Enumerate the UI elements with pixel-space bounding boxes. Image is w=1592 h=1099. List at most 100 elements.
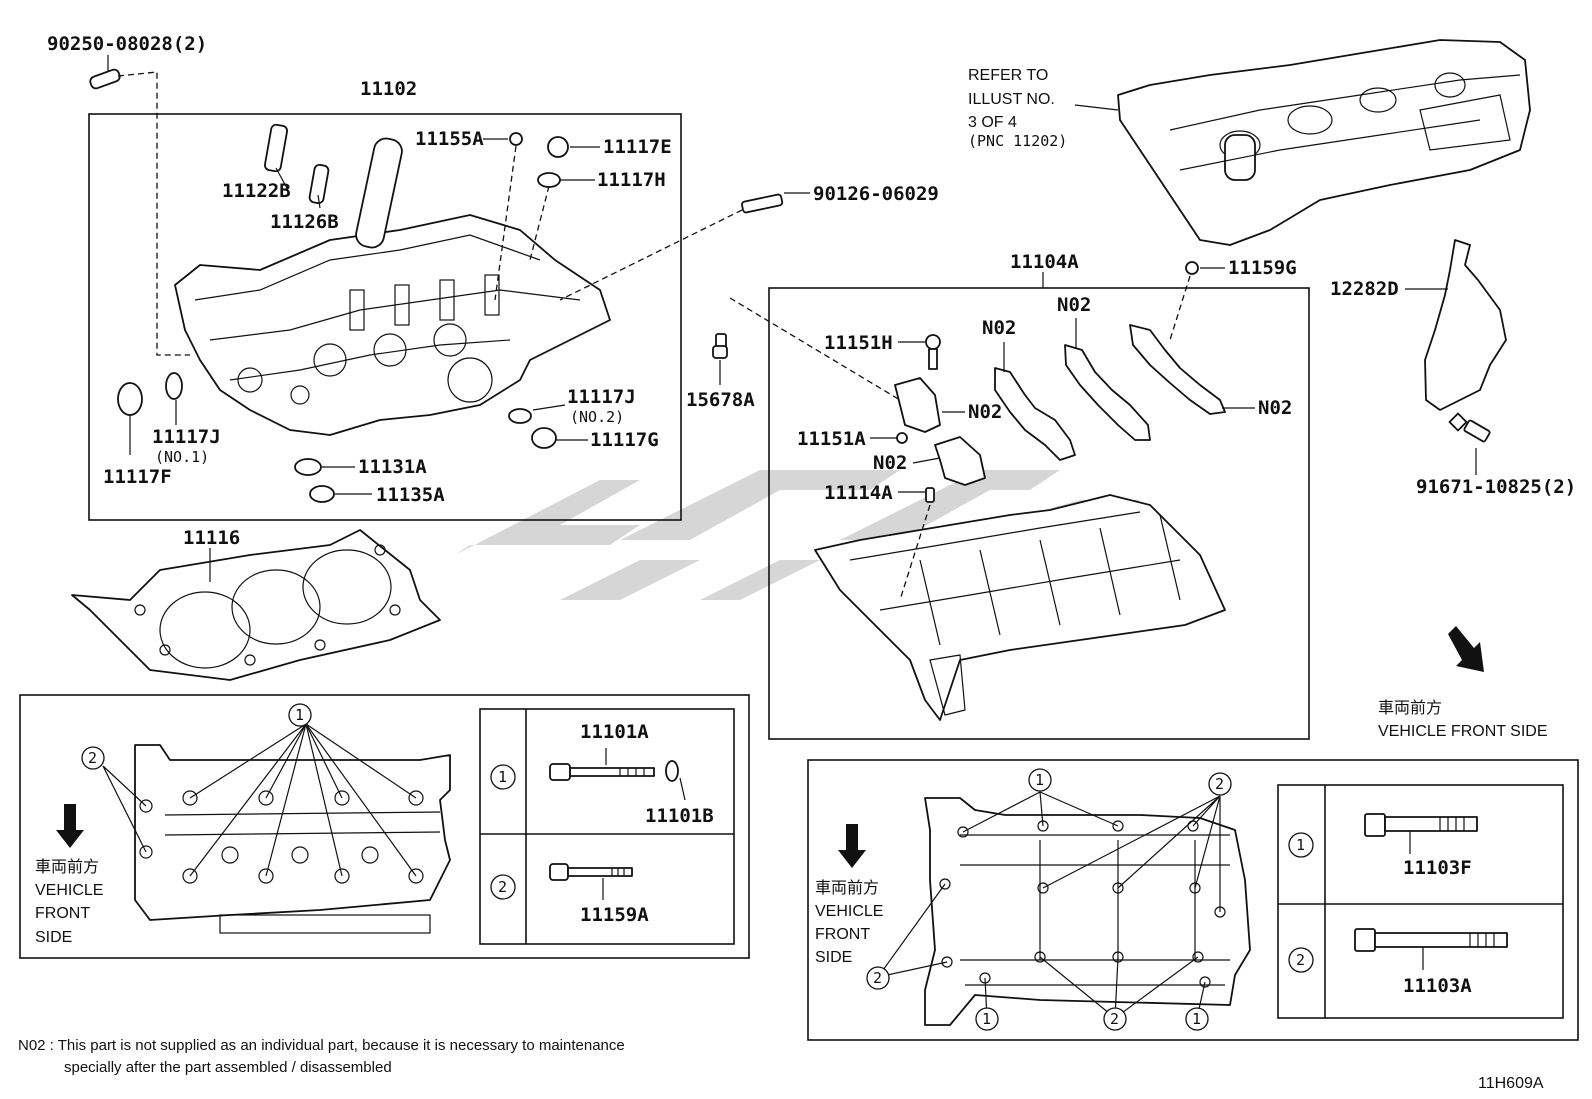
callout-1-text: 1 [1035, 771, 1044, 789]
callout-leaders-right [877, 791, 1221, 1019]
plug-part [509, 132, 523, 146]
label-11104A: 11104A [1010, 251, 1079, 273]
footnote-line-1: N02 : This part is not supplied as an in… [18, 1037, 625, 1054]
label-11159G: 11159G [1228, 257, 1297, 279]
label-90126: 90126-06029 [813, 183, 939, 205]
callout-1-text: 1 [295, 706, 304, 724]
label-11102: 11102 [360, 78, 417, 100]
callout-2 [866, 966, 890, 990]
label-11117F: 11117F [103, 466, 172, 488]
table-callout-2-text: 2 [498, 878, 507, 896]
cylinder-head-cover [1117, 39, 1531, 246]
label-n02-c: N02 [968, 401, 1002, 423]
head-bolt-holes [139, 790, 424, 884]
seal-part [309, 485, 335, 503]
plug-part [531, 427, 557, 449]
front-arrow-icon [838, 824, 866, 868]
plug-part [547, 136, 569, 158]
callout-2 [81, 746, 105, 770]
label-11131A: 11131A [358, 456, 427, 478]
callout-1 [975, 1007, 999, 1031]
housing-bolt-table [1277, 784, 1564, 1019]
front-jp-right: 車両前方 [1378, 699, 1442, 717]
label-11117J-no1-sub: (NO.1) [155, 448, 209, 466]
valve-guide-part [308, 163, 330, 205]
refer-line-1: REFER TO [968, 67, 1048, 84]
table-callout-2-text: 2 [1296, 951, 1305, 969]
front-jp-left: 車両前方 [35, 858, 99, 876]
label-11117J-no1: 11117J [152, 426, 221, 448]
nut-11159G [1185, 261, 1199, 275]
table-callout-1-text: 1 [1296, 836, 1305, 854]
plug-part [117, 382, 143, 416]
label-n02-d: N02 [873, 452, 907, 474]
label-11151A: 11151A [797, 428, 866, 450]
callout-2-text: 2 [88, 749, 97, 767]
cam-housing-frame [768, 287, 1310, 740]
footnote-line-2: specially after the part assembled / dis… [64, 1059, 392, 1076]
label-11117E: 11117E [603, 136, 672, 158]
tube-part [355, 137, 403, 249]
callout-1 [1185, 1007, 1209, 1031]
refer-line-4: (PNC 11202) [968, 132, 1067, 150]
direction-arrow-icon [1448, 626, 1484, 672]
flange-bolt-11103A [1354, 928, 1508, 952]
callout-2-text: 2 [1110, 1010, 1119, 1028]
flange-bolt-11103F [1364, 813, 1478, 837]
label-11114A: 11114A [824, 482, 893, 504]
label-11117J-no2: 11117J [567, 386, 636, 408]
label-90250: 90250-08028(2) [47, 33, 207, 55]
stud-part [741, 193, 784, 214]
seal-part [165, 372, 183, 400]
label-11117G: 11117G [590, 429, 659, 451]
cam-housing [814, 494, 1226, 721]
head-top-view [134, 744, 451, 934]
table-callout-1-text: 1 [498, 768, 507, 786]
label-n02-b: N02 [1057, 294, 1091, 316]
label-n02-a: N02 [982, 317, 1016, 339]
seal-part [294, 458, 322, 476]
valve-guide-part [264, 123, 288, 173]
front-arrow-icon [56, 804, 84, 848]
label-15678A: 15678A [686, 389, 755, 411]
bolt-shank-11151H [928, 348, 938, 370]
label-11103A: 11103A [1403, 975, 1472, 997]
label-11101A: 11101A [580, 721, 649, 743]
housing-top-view [924, 797, 1251, 1026]
vehicle-left: VEHICLE [35, 882, 103, 899]
label-11155A: 11155A [415, 128, 484, 150]
label-91671: 91671-10825(2) [1416, 476, 1576, 498]
cam-cap-parts [894, 324, 1226, 486]
pin-11114A [925, 487, 935, 503]
label-11135A: 11135A [376, 484, 445, 506]
table-callout-1 [490, 764, 516, 790]
bolt-91671 [1448, 412, 1491, 443]
cylinder-head [174, 214, 611, 436]
table-callout-1 [1288, 832, 1314, 858]
callout-2 [1103, 1007, 1127, 1031]
callout-1 [1028, 768, 1052, 792]
label-12282D: 12282D [1330, 278, 1399, 300]
plug-15678A [712, 333, 728, 359]
bolt-head-11151H [925, 334, 941, 350]
seal-part [508, 408, 532, 424]
bolt-11159A [549, 863, 633, 881]
label-11117H: 11117H [597, 169, 666, 191]
label-11126B: 11126B [270, 211, 339, 233]
side-mid: SIDE [815, 949, 852, 966]
callout-1-text: 1 [1192, 1010, 1201, 1028]
callout-2-text: 2 [1215, 775, 1224, 793]
label-11116: 11116 [183, 527, 240, 549]
bolt-11101A [549, 763, 655, 781]
refer-line-3: 3 OF 4 [968, 114, 1017, 131]
label-11117J-no2-sub: (NO.2) [570, 408, 624, 426]
table-callout-2 [1288, 947, 1314, 973]
front-en-right: VEHICLE FRONT SIDE [1378, 723, 1548, 740]
front-mid: FRONT [815, 926, 870, 943]
housing-bolt-frame [807, 759, 1579, 1041]
head-bolt-table [479, 708, 735, 945]
front-jp-mid: 車両前方 [815, 879, 879, 897]
callout-2-text: 2 [873, 969, 882, 987]
side-left: SIDE [35, 929, 72, 946]
